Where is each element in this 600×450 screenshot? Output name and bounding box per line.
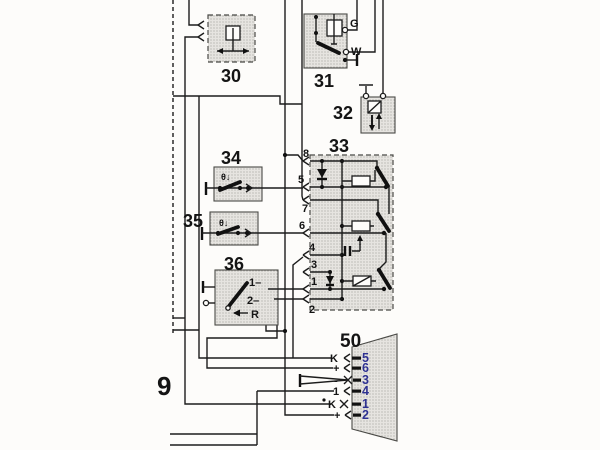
- row3-wire-label: -: [334, 375, 338, 387]
- thermo-symbol-35: θ↓: [219, 218, 228, 228]
- pin-3-label: 3: [311, 259, 317, 271]
- thermo-symbol-34: θ↓: [221, 172, 230, 182]
- component-34-label: 34: [221, 148, 241, 168]
- pin-5-label: 5: [298, 174, 304, 186]
- pin-4-label: 4: [309, 242, 316, 254]
- component-30-label: 30: [221, 66, 241, 86]
- component-31-label: 31: [314, 71, 334, 91]
- component-30: 30: [197, 14, 256, 86]
- row4-pin-number: 4: [362, 384, 369, 398]
- pin-1-label: 1: [311, 276, 317, 288]
- trunk-wires-top-right: [346, 0, 384, 95]
- terminal-w-contact: [342, 48, 350, 56]
- row6-pin-number: 2: [362, 408, 369, 422]
- row6-wire-label: +: [334, 410, 340, 422]
- row2-pin-number: 6: [362, 361, 369, 375]
- pin-7-label: 7: [302, 203, 308, 215]
- component-31: G W 31: [303, 13, 362, 91]
- row2-wire-label: +: [333, 363, 339, 375]
- pin-8-label: 8: [303, 148, 309, 160]
- position-1-label: 1–: [249, 277, 261, 289]
- row5-wire-label: K: [328, 399, 336, 411]
- row4-wire-label: 1: [333, 386, 339, 398]
- component-32-label: 32: [333, 103, 353, 123]
- row5-pin-number: 1: [362, 397, 369, 411]
- component-36: 1– 2– R 36: [201, 254, 303, 326]
- connector-50-label: 50: [340, 331, 361, 352]
- pin-6-label: 6: [299, 220, 305, 232]
- component-36-label: 36: [224, 254, 244, 274]
- component-32: 32: [333, 84, 396, 134]
- position-r-label: R: [251, 309, 259, 321]
- terminal-g-contact: [341, 26, 349, 34]
- row1-pin-number: 5: [362, 351, 369, 365]
- component-34: θ↓ 34: [204, 148, 303, 202]
- component-35: θ↓ 35: [183, 211, 303, 246]
- terminal-w-label: W: [351, 46, 362, 58]
- pin-connectors-33: [302, 156, 310, 304]
- component-35-label: 35: [183, 211, 203, 231]
- connector-50: 50 K 5 + 6 - 3 1 4 K 1 + 2: [298, 331, 398, 442]
- component-33-label: 33: [329, 136, 349, 156]
- pin-2-label: 2: [309, 304, 315, 316]
- connector-50-body: [351, 333, 398, 442]
- trunk-wires-middle: [170, 0, 334, 446]
- terminal-g-label: G: [350, 18, 359, 30]
- component-33: 33: [298, 136, 394, 316]
- row3-pin-number: 3: [362, 373, 369, 387]
- trunk-wires-left: [173, 0, 331, 405]
- position-2-label: 2–: [247, 295, 259, 307]
- row1-wire-label: K: [330, 353, 338, 365]
- component-9-label: 9: [157, 371, 171, 401]
